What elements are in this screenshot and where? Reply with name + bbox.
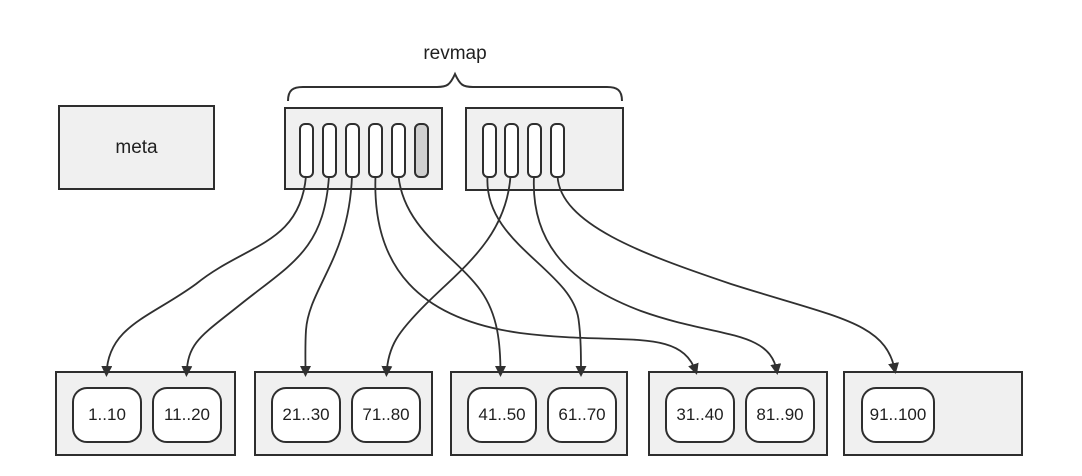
pointer-curve-41-50 [397, 175, 506, 377]
file-box: 31..40 81..90 [648, 371, 828, 456]
file-box: 1..10 11..20 [55, 371, 236, 456]
revmap-slot [550, 123, 565, 178]
revmap-slot [527, 123, 542, 178]
chunk-box: 91..100 [861, 387, 935, 443]
chunk-box: 61..70 [547, 387, 617, 443]
chunk-box: 1..10 [72, 387, 142, 443]
pointer-curve-1-10 [101, 175, 307, 377]
revmap-slot [391, 123, 406, 178]
revmap-slot [482, 123, 497, 178]
file-box: 41..50 61..70 [450, 371, 628, 456]
revmap-slot-empty [414, 123, 429, 178]
chunk-box: 31..40 [665, 387, 735, 443]
meta-label: meta [115, 136, 158, 158]
chunk-label: 11..20 [163, 405, 210, 424]
chunk-label: 81..90 [756, 405, 804, 424]
revmap-slot [299, 123, 314, 178]
revmap-page-1 [284, 107, 443, 190]
chunk-label: 21..30 [282, 405, 330, 424]
chunk-label: 31..40 [676, 405, 724, 424]
chunk-box: 41..50 [467, 387, 537, 443]
chunk-label: 61..70 [558, 405, 606, 424]
chunk-label: 41..50 [478, 405, 526, 424]
chunk-box: 21..30 [271, 387, 341, 443]
pointer-curve-81-90 [532, 175, 782, 375]
chunk-box: 71..80 [351, 387, 421, 443]
revmap-brace [287, 71, 623, 102]
pointer-curve-21-30 [299, 175, 353, 377]
pointer-curve-91-100 [556, 175, 899, 374]
revmap-page-2 [465, 107, 624, 191]
pointer-curve-71-80 [381, 175, 512, 377]
chunk-label: 91..100 [869, 405, 927, 424]
chunk-label: 71..80 [362, 405, 410, 424]
file-box: 21..30 71..80 [254, 371, 433, 456]
pointer-curve-31-40 [374, 175, 699, 375]
chunk-box: 81..90 [745, 387, 815, 443]
revmap-slot [504, 123, 519, 178]
revmap-label: revmap [423, 43, 487, 64]
chunk-label: 1..10 [88, 405, 126, 424]
revmap-slot [345, 123, 360, 178]
revmap-slot [322, 123, 337, 178]
file-box: 91..100 [843, 371, 1023, 456]
pointer-curve-61-70 [486, 175, 587, 377]
chunk-box: 11..20 [152, 387, 222, 443]
meta-box: meta [58, 105, 215, 190]
revmap-slot [368, 123, 383, 178]
pointer-curve-11-20 [181, 175, 330, 377]
